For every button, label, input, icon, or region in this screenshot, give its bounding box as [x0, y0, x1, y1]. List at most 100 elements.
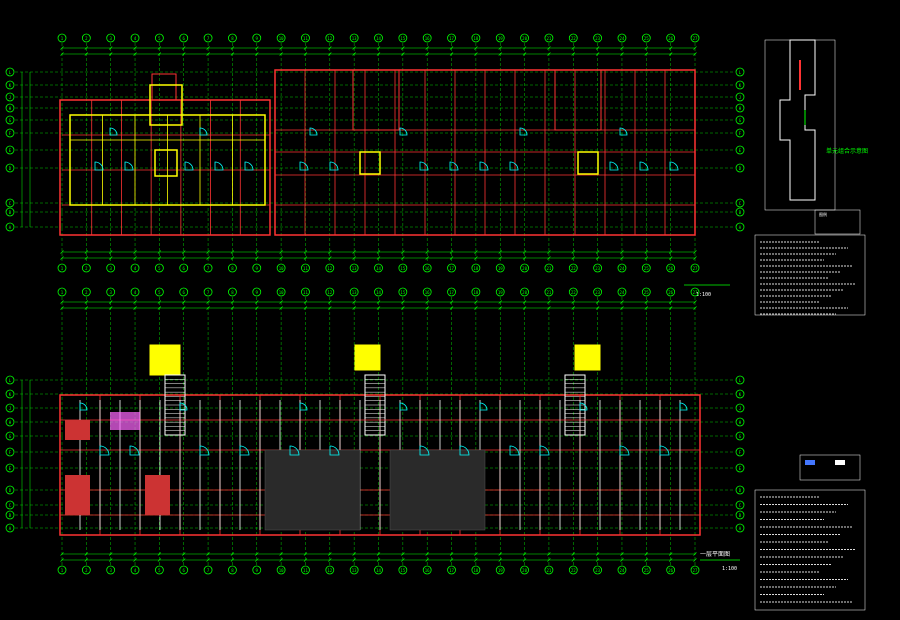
axis-bubble-bottom	[106, 565, 116, 575]
dimension-tick	[668, 300, 673, 304]
dimension-tick	[401, 52, 405, 56]
axis-bubble-top	[471, 287, 481, 297]
dimension-tick	[303, 256, 308, 260]
axis-bubble-bottom	[495, 263, 505, 273]
axis-bubble-right	[735, 222, 745, 232]
axis-label-left: L	[9, 378, 12, 383]
dimension-tick	[668, 46, 673, 50]
axis-label-top: 22	[571, 290, 576, 295]
axis-label-bottom: 4	[134, 266, 137, 271]
dimension-tick	[133, 52, 137, 56]
dimension-tick	[84, 552, 89, 556]
axis-bubble-bottom	[276, 565, 286, 575]
dimension-tick	[595, 256, 600, 260]
dimension-tick	[547, 52, 551, 56]
dimension-tick	[693, 300, 697, 304]
axis-label-bottom: 6	[183, 568, 186, 573]
axis-label-right: C	[739, 503, 742, 508]
dimension-tick	[182, 552, 186, 556]
axis-bubble-top	[81, 33, 91, 43]
axis-label-bottom: 25	[644, 568, 649, 573]
dimension-tick	[133, 46, 137, 50]
dimension-tick	[522, 250, 527, 254]
dimension-tick	[644, 256, 649, 260]
axis-bubble-right	[735, 417, 745, 427]
dimension-tick	[401, 256, 405, 260]
dimension-tick	[595, 300, 600, 304]
dimension-tick	[425, 552, 429, 556]
axis-bubble-left	[5, 80, 15, 90]
axis-bubble-left	[5, 198, 15, 208]
axis-bubble-top	[544, 287, 554, 297]
door-swing	[129, 445, 140, 456]
axis-label-right: C	[739, 201, 742, 206]
door-swing	[399, 127, 408, 136]
dimension-tick	[571, 300, 575, 304]
dimension-tick	[376, 46, 381, 50]
dimension-tick	[376, 558, 381, 562]
axis-label-top: 3	[109, 36, 112, 41]
dimension-tick	[547, 552, 551, 556]
axis-label-bottom: 11	[303, 568, 308, 573]
dimension-tick	[328, 306, 332, 310]
axis-label-top: 5	[158, 290, 161, 295]
axis-bubble-top	[325, 33, 335, 43]
dimension-tick	[498, 558, 502, 562]
axis-label-left: D	[9, 488, 12, 493]
axis-label-left: E	[9, 466, 12, 471]
axis-label-top: 1	[61, 290, 64, 295]
axis-bubble-top	[228, 287, 237, 297]
axis-label-right: J	[739, 95, 741, 100]
axis-label-left: J	[9, 406, 11, 411]
dimension-tick	[303, 250, 308, 254]
axis-label-right: F	[739, 450, 742, 455]
dimension-tick	[644, 306, 649, 310]
axis-bubble-bottom	[422, 565, 432, 575]
dimension-tick	[60, 306, 64, 310]
axis-bubble-bottom	[57, 263, 67, 273]
dimension-tick	[693, 52, 697, 56]
door-swing	[239, 445, 250, 456]
axis-bubble-bottom	[666, 565, 676, 575]
axis-bubble-left	[5, 403, 15, 413]
axis-label-top: 13	[352, 290, 357, 295]
axis-bubble-bottom	[568, 565, 578, 575]
dimension-tick	[474, 250, 478, 254]
dimension-tick	[206, 300, 210, 304]
dimension-tick	[474, 52, 478, 56]
notes-upper	[754, 234, 866, 316]
axis-bubble-bottom	[325, 263, 335, 273]
lower-plan-scale: 1:100	[722, 566, 737, 572]
axis-label-bottom: 7	[207, 266, 210, 271]
dimension-tick	[230, 300, 235, 304]
axis-bubble-bottom	[203, 263, 213, 273]
axis-label-bottom: 9	[256, 568, 259, 573]
axis-bubble-bottom	[690, 263, 700, 273]
dimension-tick	[206, 52, 210, 56]
dimension-tick	[206, 256, 210, 260]
axis-bubble-top	[252, 33, 262, 43]
dimension-tick	[279, 256, 283, 260]
dimension-tick	[571, 306, 575, 310]
axis-label-bottom: 3	[109, 568, 112, 573]
door-swing	[109, 127, 118, 136]
door-swing	[579, 402, 588, 411]
lower-hatch-areas	[65, 412, 486, 531]
axis-bubble-right	[735, 463, 745, 473]
axis-label-left: J	[9, 95, 11, 100]
axis-bubble-left	[5, 510, 15, 520]
dimension-tick	[84, 256, 89, 260]
axis-bubble-top	[57, 33, 67, 43]
axis-bubble-right	[735, 403, 745, 413]
axis-label-bottom: 10	[279, 568, 284, 573]
axis-label-bottom: 4	[134, 568, 137, 573]
axis-bubble-bottom	[252, 263, 262, 273]
dimension-tick	[425, 250, 429, 254]
dimension-tick	[449, 558, 454, 562]
axis-bubble-left	[5, 431, 15, 441]
door-swing	[299, 161, 309, 171]
axis-bubble-top	[203, 33, 213, 43]
dimension-tick	[668, 250, 673, 254]
axis-bubble-right	[735, 145, 745, 155]
axis-label-bottom: 15	[400, 568, 405, 573]
